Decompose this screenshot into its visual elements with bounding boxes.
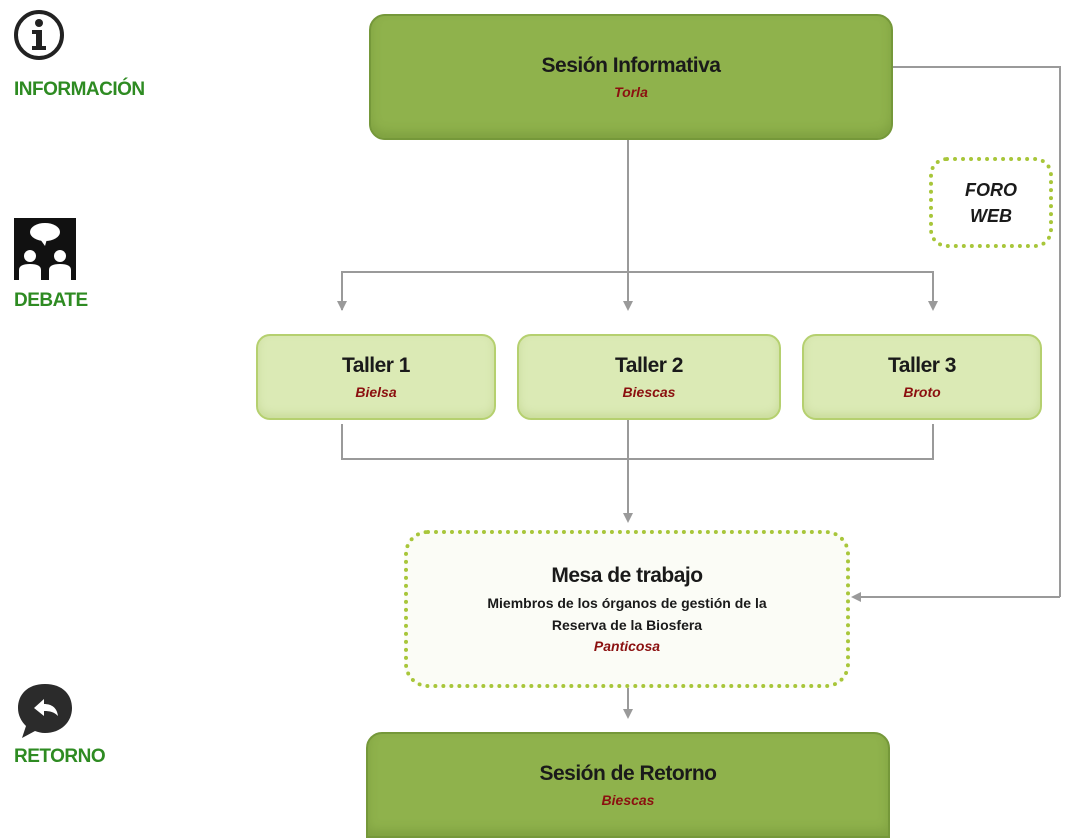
mesa-title: Mesa de trabajo	[551, 564, 703, 587]
sesion-retorno-box: Sesión de Retorno Biescas	[366, 732, 890, 838]
foro-web-line2: WEB	[970, 205, 1012, 226]
taller-1-location: Bielsa	[355, 384, 397, 400]
connector-foro-route	[892, 66, 1061, 597]
info-icon	[12, 8, 66, 62]
legend-informacion: INFORMACIÓN	[14, 79, 145, 100]
mesa-line1: Miembros de los órganos de gestión de la	[487, 595, 767, 611]
taller-3-box: Taller 3 Broto	[802, 334, 1042, 420]
taller-3-location: Broto	[903, 384, 941, 400]
mesa-de-trabajo-box: Mesa de trabajo Miembros de los órganos …	[404, 530, 850, 688]
taller-1-box: Taller 1 Bielsa	[256, 334, 496, 420]
meeting-people-icon	[14, 218, 76, 280]
sesion-retorno-location: Biescas	[601, 792, 655, 808]
legend-debate: DEBATE	[14, 290, 88, 311]
sesion-informativa-title: Sesión Informativa	[541, 54, 721, 77]
mesa-line2: Reserva de la Biosfera	[551, 617, 703, 633]
taller-2-box: Taller 2 Biescas	[517, 334, 781, 420]
sesion-informativa-location: Torla	[614, 84, 648, 100]
foro-web-line1: FORO	[965, 179, 1017, 200]
taller-3-title: Taller 3	[888, 354, 956, 377]
mesa-location: Panticosa	[593, 638, 661, 654]
sesion-informativa-box: Sesión Informativa Torla	[369, 14, 893, 140]
connector-merge-bottom	[341, 424, 934, 460]
taller-2-title: Taller 2	[615, 354, 683, 377]
taller-1-title: Taller 1	[342, 354, 410, 377]
taller-2-location: Biescas	[622, 384, 676, 400]
connector-branch-top	[341, 271, 934, 310]
reply-bubble-icon	[14, 680, 76, 742]
legend-retorno: RETORNO	[14, 746, 106, 767]
foro-web-box: FORO WEB	[929, 157, 1053, 248]
sesion-retorno-title: Sesión de Retorno	[539, 762, 717, 785]
